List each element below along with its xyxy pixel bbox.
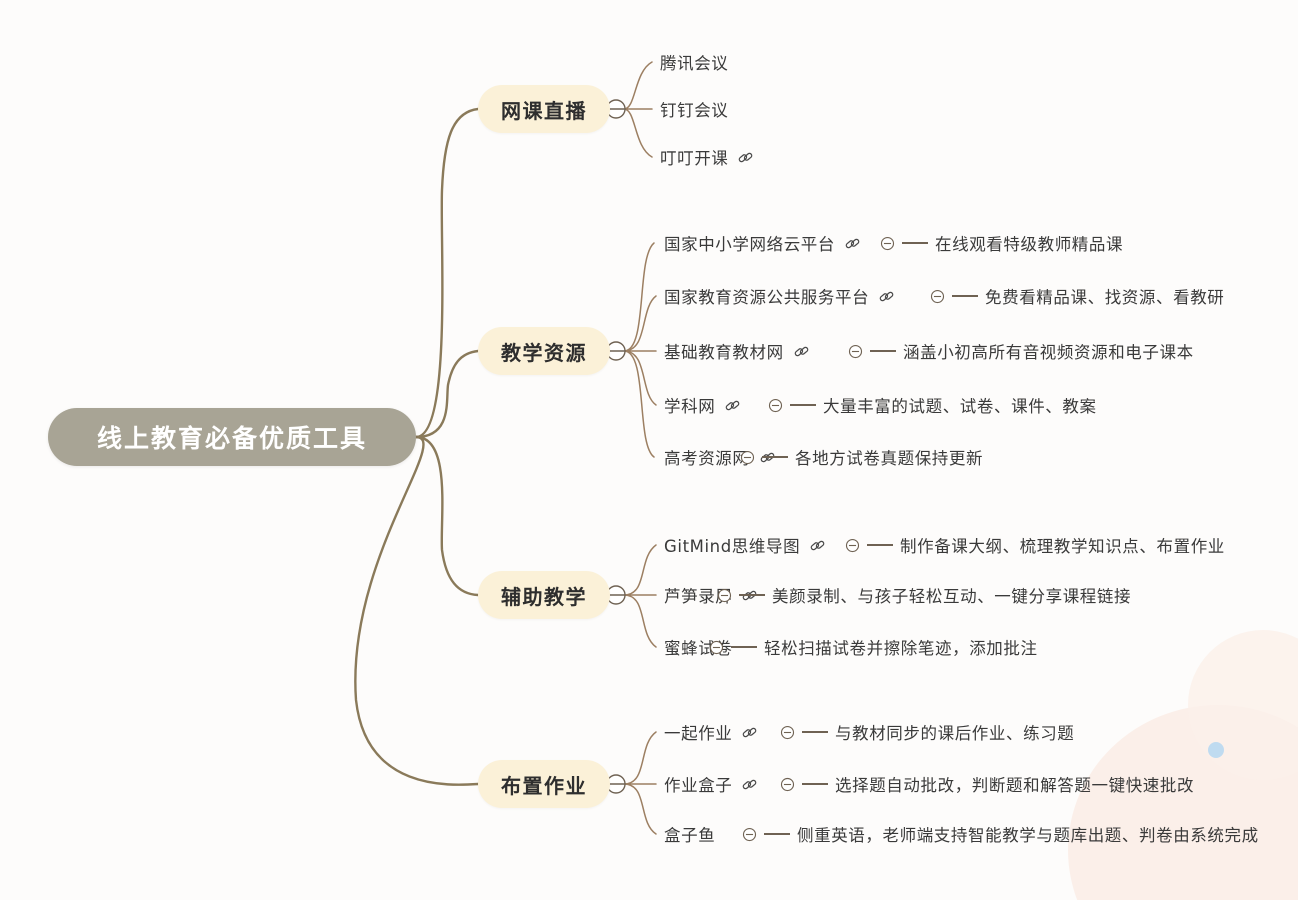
description-node-label: 免费看精品课、找资源、看教研 xyxy=(985,288,1225,307)
branch-node-jiaoxue-ziyuan[interactable]: 教学资源 xyxy=(478,327,610,375)
description-connector-line xyxy=(952,295,978,297)
description-connector-line xyxy=(762,456,788,458)
description-node-label: 美颜录制、与孩子轻松互动、一键分享课程链接 xyxy=(772,587,1132,606)
description-node-label: 选择题自动批改，判断题和解答题一键快速批改 xyxy=(835,776,1195,795)
description-node-fuzhu-jiaoxue-0[interactable]: 制作备课大纲、梳理教学知识点、布置作业 xyxy=(845,532,1225,558)
description-node-jiaoxue-ziyuan-4[interactable]: 各地方试卷真题保持更新 xyxy=(740,444,983,470)
leaf-node-label: 学科网 xyxy=(664,397,716,416)
collapse-minus-icon[interactable] xyxy=(740,450,755,465)
branch-node-label: 辅助教学 xyxy=(501,584,587,609)
leaf-node-wangke-zhibo-2[interactable]: 叮叮开课 xyxy=(660,144,754,170)
collapse-minus-icon[interactable] xyxy=(780,725,795,740)
leaf-node-jiaoxue-ziyuan-0[interactable]: 国家中小学网络云平台 xyxy=(664,230,861,256)
leaf-node-label: GitMind思维导图 xyxy=(664,537,801,556)
link-icon[interactable] xyxy=(741,776,758,793)
decorative-peach-blob-small xyxy=(1188,630,1298,780)
description-node-label: 制作备课大纲、梳理教学知识点、布置作业 xyxy=(900,537,1225,556)
collapse-minus-icon[interactable] xyxy=(742,827,757,842)
leaf-node-wangke-zhibo-0[interactable]: 腾讯会议 xyxy=(660,49,728,75)
description-connector-line xyxy=(764,833,790,835)
collapse-minus-icon[interactable] xyxy=(717,588,732,603)
collapse-minus-icon[interactable] xyxy=(768,398,783,413)
description-node-buzhi-zuoye-2[interactable]: 侧重英语，老师端支持智能教学与题库出题、判卷由系统完成 xyxy=(742,821,1259,847)
leaf-node-jiaoxue-ziyuan-1[interactable]: 国家教育资源公共服务平台 xyxy=(664,283,895,309)
link-icon[interactable] xyxy=(737,149,754,166)
branch-node-label: 布置作业 xyxy=(501,773,587,798)
link-icon[interactable] xyxy=(793,343,810,360)
description-node-buzhi-zuoye-0[interactable]: 与教材同步的课后作业、练习题 xyxy=(780,719,1074,745)
leaf-node-label: 国家中小学网络云平台 xyxy=(664,235,835,254)
description-node-label: 与教材同步的课后作业、练习题 xyxy=(835,724,1075,743)
description-node-label: 大量丰富的试题、试卷、课件、教案 xyxy=(823,397,1097,416)
leaf-node-wangke-zhibo-1[interactable]: 钉钉会议 xyxy=(660,96,728,122)
description-node-fuzhu-jiaoxue-1[interactable]: 美颜录制、与孩子轻松互动、一键分享课程链接 xyxy=(717,582,1131,608)
leaf-node-label: 叮叮开课 xyxy=(660,149,729,168)
description-connector-line xyxy=(870,350,896,352)
collapse-minus-icon[interactable] xyxy=(880,236,895,251)
description-connector-line xyxy=(802,783,828,785)
leaf-node-label: 钉钉会议 xyxy=(660,101,729,120)
link-icon[interactable] xyxy=(844,235,861,252)
description-node-jiaoxue-ziyuan-3[interactable]: 大量丰富的试题、试卷、课件、教案 xyxy=(768,392,1097,418)
leaf-node-label: 高考资源网 xyxy=(664,449,750,468)
root-node[interactable]: 线上教育必备优质工具 xyxy=(48,408,416,466)
leaf-node-label: 一起作业 xyxy=(664,724,733,743)
link-icon[interactable] xyxy=(724,397,741,414)
leaf-node-buzhi-zuoye-2[interactable]: 盒子鱼 xyxy=(664,821,715,847)
leaf-node-fuzhu-jiaoxue-1[interactable]: 芦笋录屏 xyxy=(664,582,758,608)
root-node-label: 线上教育必备优质工具 xyxy=(96,424,367,453)
description-node-fuzhu-jiaoxue-2[interactable]: 轻松扫描试卷并擦除笔迹，添加批注 xyxy=(709,634,1038,660)
leaf-node-label: 腾讯会议 xyxy=(660,54,729,73)
leaf-node-jiaoxue-ziyuan-3[interactable]: 学科网 xyxy=(664,392,741,418)
collapse-minus-icon[interactable] xyxy=(780,777,795,792)
leaf-node-buzhi-zuoye-1[interactable]: 作业盒子 xyxy=(664,771,758,797)
decorative-peach-blob xyxy=(1068,705,1298,900)
description-connector-line xyxy=(790,404,816,406)
leaf-node-label: 盒子鱼 xyxy=(664,826,716,845)
leaf-node-label: 作业盒子 xyxy=(664,776,733,795)
description-node-jiaoxue-ziyuan-2[interactable]: 涵盖小初高所有音视频资源和电子课本 xyxy=(848,338,1194,364)
branch-node-label: 网课直播 xyxy=(501,98,587,123)
leaf-node-fuzhu-jiaoxue-0[interactable]: GitMind思维导图 xyxy=(664,532,826,558)
leaf-node-buzhi-zuoye-0[interactable]: 一起作业 xyxy=(664,719,758,745)
collapse-minus-icon[interactable] xyxy=(845,538,860,553)
collapse-minus-icon[interactable] xyxy=(930,289,945,304)
link-icon[interactable] xyxy=(741,724,758,741)
leaf-node-jiaoxue-ziyuan-2[interactable]: 基础教育教材网 xyxy=(664,338,810,364)
description-node-jiaoxue-ziyuan-0[interactable]: 在线观看特级教师精品课 xyxy=(880,230,1123,256)
description-connector-line xyxy=(867,544,893,546)
leaf-node-label: 基础教育教材网 xyxy=(664,343,784,362)
link-icon[interactable] xyxy=(741,587,758,604)
leaf-node-label: 芦笋录屏 xyxy=(664,587,733,606)
link-icon[interactable] xyxy=(759,449,776,466)
description-node-label: 轻松扫描试卷并擦除笔迹，添加批注 xyxy=(764,639,1038,658)
leaf-node-jiaoxue-ziyuan-4[interactable]: 高考资源网 xyxy=(664,444,776,470)
description-node-label: 在线观看特级教师精品课 xyxy=(935,235,1124,254)
link-icon[interactable] xyxy=(809,537,826,554)
description-node-label: 涵盖小初高所有音视频资源和电子课本 xyxy=(903,343,1194,362)
description-connector-line xyxy=(739,594,765,596)
description-connector-line xyxy=(902,242,928,244)
description-node-buzhi-zuoye-1[interactable]: 选择题自动批改，判断题和解答题一键快速批改 xyxy=(780,771,1194,797)
description-connector-line xyxy=(802,731,828,733)
collapse-minus-icon[interactable] xyxy=(848,344,863,359)
branch-node-label: 教学资源 xyxy=(501,340,587,365)
description-node-label: 各地方试卷真题保持更新 xyxy=(795,449,984,468)
description-node-jiaoxue-ziyuan-1[interactable]: 免费看精品课、找资源、看教研 xyxy=(930,283,1224,309)
description-connector-line xyxy=(731,646,757,648)
collapse-minus-icon[interactable] xyxy=(709,640,724,655)
branch-node-buzhi-zuoye[interactable]: 布置作业 xyxy=(478,760,610,808)
branch-node-wangke-zhibo[interactable]: 网课直播 xyxy=(478,85,610,133)
link-icon[interactable] xyxy=(878,288,895,305)
leaf-node-label: 国家教育资源公共服务平台 xyxy=(664,288,870,307)
description-node-label: 侧重英语，老师端支持智能教学与题库出题、判卷由系统完成 xyxy=(797,826,1259,845)
decorative-blue-dot xyxy=(1208,742,1224,758)
branch-node-fuzhu-jiaoxue[interactable]: 辅助教学 xyxy=(478,571,610,619)
